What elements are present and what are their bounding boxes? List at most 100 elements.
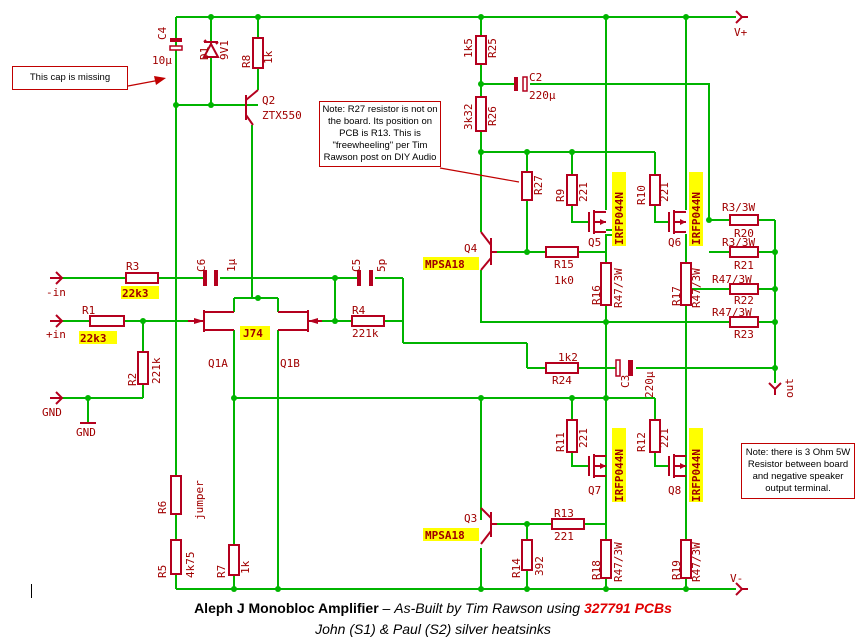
callout-lines [127,76,520,183]
resistor-r18-icon [600,539,612,579]
r13-ref: R13 [554,507,574,520]
resistor-r8-icon [252,37,264,69]
r17-ref: R17 [670,286,683,306]
r18-value: R47/3W [612,542,625,582]
caption-title: Aleph J Monobloc Amplifier – As-Built by… [0,600,866,616]
c6-ref: C6 [195,259,208,272]
q6-ref: Q6 [668,236,681,249]
r3-value: 22k3 [122,287,149,300]
c5-ref: C5 [350,259,363,272]
terminal-in-minus-icon [50,271,64,285]
caption-title-bold: Aleph J Monobloc Amplifier [194,600,379,616]
r14-ref: R14 [510,558,523,578]
caption-subtitle: John (S1) & Paul (S2) silver heatsinks [0,621,866,637]
r26-value: 3k32 [462,104,475,131]
r8-value: 1k [262,50,275,64]
caption-title-dash: – [378,600,395,616]
d1-ref: D1 [198,47,211,60]
r9-ref: R9 [554,189,567,202]
c4-value: 10µ [152,54,172,67]
resistor-r4-icon [351,315,385,327]
highlights [79,172,703,541]
r12-ref: R12 [635,432,648,452]
q1a-ref: Q1A [208,357,228,370]
c6-value: 1µ [225,258,238,272]
note-r27-text: Note: R27 resistor is not on the board. … [322,104,438,163]
resistor-r19-icon [680,539,692,579]
component-labels: C4 10µ D1 9V1 R8 1k Q2 ZTX550 1k5 R25 C2… [80,26,755,582]
r10-ref: R10 [635,185,648,205]
r16-value: R47/3W [612,268,625,308]
r7-ref: R7 [215,565,228,578]
text-cursor [31,584,32,598]
components [89,35,759,579]
r15-ref: R15 [554,258,574,271]
r8-ref: R8 [240,55,253,68]
r4-value: 221k [352,327,379,340]
terminal-vplus-icon [735,10,748,24]
terminal-vplus-label: V+ [734,26,748,39]
resistor-r2-icon [137,351,149,385]
r20-ref: R20 [734,227,754,240]
capacitor-c5-icon [357,270,373,286]
r2-value: 221k [150,357,163,384]
resistor-r11-icon [566,419,578,453]
resistor-r17-icon [680,262,692,306]
mosfet-q6-icon [668,210,686,234]
q4-ref: Q4 [464,242,478,255]
d1-value: 9V1 [218,40,231,60]
q7-value: IRFP044N [613,449,626,502]
r3-ref: R3 [126,260,139,273]
c3-value: 220µ [643,371,656,398]
r10-value: 221 [658,182,671,202]
resistor-r24-icon [545,362,579,374]
resistor-r20-icon [729,214,759,226]
terminal-in-plus-label: +in [46,328,66,341]
resistor-r3-icon [125,272,159,284]
r6-ref: R6 [156,501,169,514]
resistor-r1-icon [89,315,125,327]
r15-value: 1k0 [554,274,574,287]
note-3ohm-text: Note: there is 3 Ohm 5W Resistor between… [745,447,851,494]
r19-value: R47/3W [690,542,703,582]
r5-ref: R5 [156,565,169,578]
r11-value: 221 [577,428,590,448]
resistor-r9-icon [566,174,578,206]
c4-ref: C4 [156,26,169,40]
r6-value: jumper [193,480,206,520]
resistor-r12-icon [649,419,661,453]
r14-value: 392 [533,556,546,576]
r1-value: 22k3 [80,332,107,345]
transistor-q2-icon [245,89,259,126]
r4-ref: R4 [352,304,366,317]
terminal-gnd-icon [50,391,64,405]
resistor-r23-icon [729,316,759,328]
r22-value: R47/3W [712,273,752,286]
q8-value: IRFP044N [690,449,703,502]
note-missing-cap-text: This cap is missing [29,72,111,83]
terminal-gnd-label: GND [42,406,62,419]
q3-ref: Q3 [464,512,477,525]
r5-value: 4k75 [184,552,197,579]
resistor-r21-icon [729,246,759,258]
r25-value: 1k5 [462,38,475,58]
r12-value: 221 [658,428,671,448]
terminal-in-plus-icon [50,314,64,328]
resistor-r10-icon [649,174,661,206]
resistor-r15-icon [545,246,579,258]
r23-ref: R23 [734,328,754,341]
resistor-r27-icon [521,171,533,201]
q7-ref: Q7 [588,484,601,497]
capacitor-c3-icon [615,359,633,377]
r1-ref: R1 [82,304,95,317]
resistor-r6-icon [170,475,182,515]
r9-value: 221 [577,182,590,202]
resistor-r25-icon [475,35,487,65]
q4-value: MPSA18 [425,258,465,271]
r2-ref: R2 [126,373,139,386]
note-3ohm-resistor: Note: there is 3 Ohm 5W Resistor between… [741,443,855,499]
r24-value: 1k2 [558,351,578,364]
q1b-ref: Q1B [280,357,300,370]
diode-d1-icon [202,39,220,58]
r13-value: 221 [554,530,574,543]
